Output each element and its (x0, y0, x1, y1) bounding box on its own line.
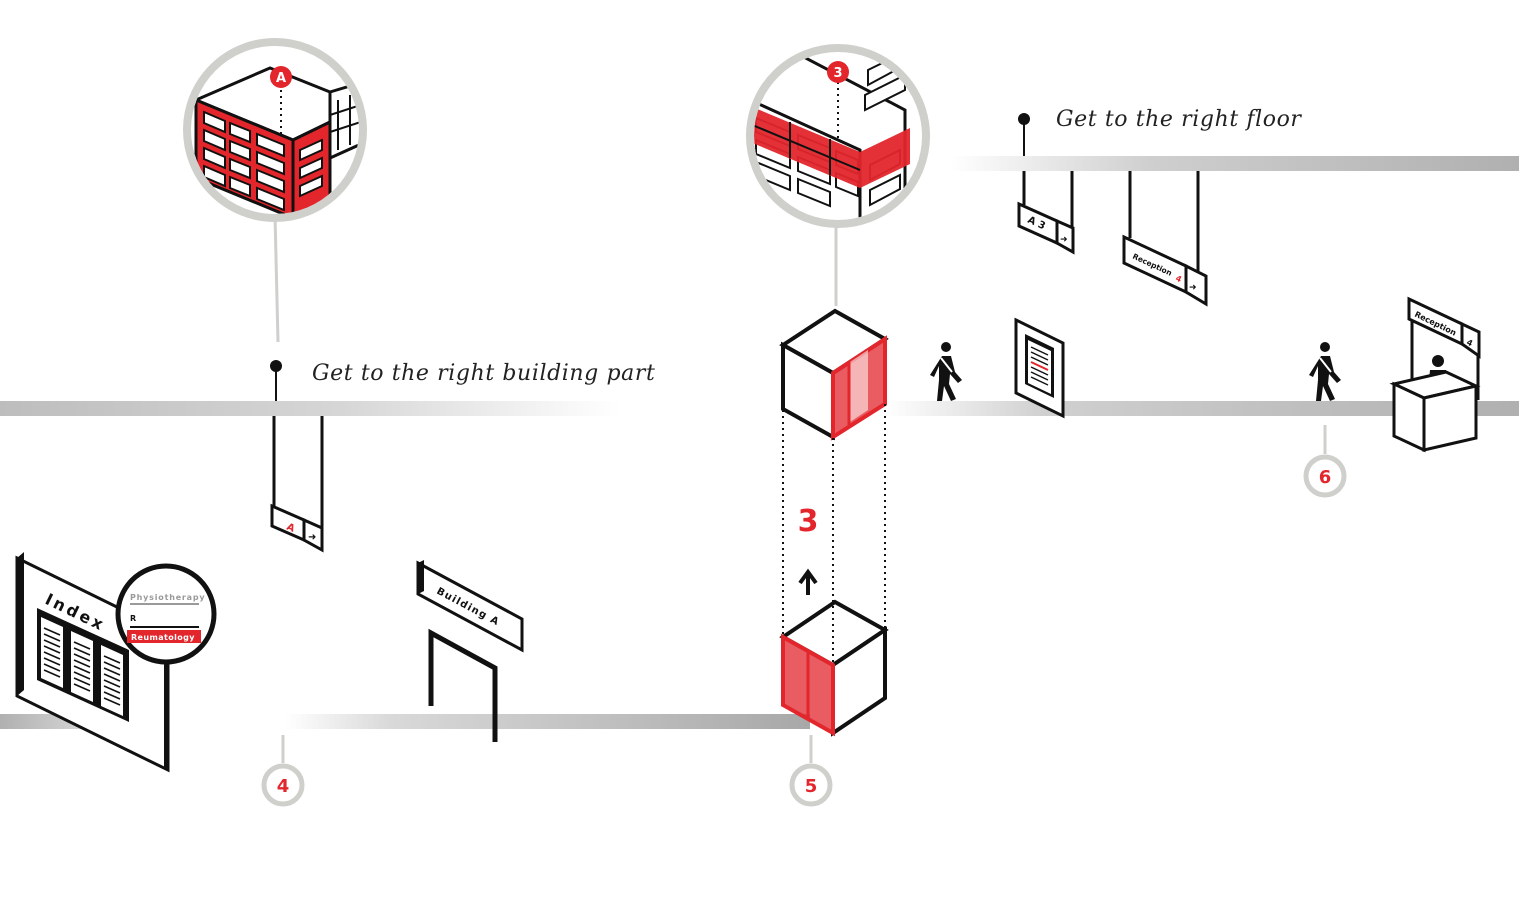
index-board: Index Physiotherapy R Reumatology (15, 552, 217, 773)
hanging-sign-a-letter: A (285, 522, 297, 535)
arrow-right-icon: ➜ (308, 532, 316, 543)
building-badge: A (270, 66, 292, 88)
hanging-sign-a: A ➜ (270, 416, 324, 553)
arrow-right-icon: ➜ (1189, 283, 1197, 293)
step-marker-6: 6 (1303, 425, 1347, 498)
building-part-marker (270, 360, 282, 401)
step-4-label: 4 (277, 776, 290, 797)
floor-badge-label: 3 (833, 66, 842, 81)
step-marker-4: 4 (261, 735, 305, 807)
elevator-upper (779, 308, 889, 441)
path-building-part (0, 401, 620, 416)
arrow-right-icon: ➜ (1060, 235, 1068, 245)
floor-badge: 3 (827, 61, 849, 83)
reception-desk-number: 4 (1465, 338, 1474, 349)
hanging-sign-reception: Reception 4 ➜ (1122, 171, 1208, 307)
reception-sign-number: 4 (1174, 274, 1183, 285)
elevator-ground (779, 599, 889, 737)
elevator-shaft (782, 404, 886, 664)
step-5-label: 5 (805, 776, 818, 797)
building-magnifier: A (183, 38, 367, 343)
floor-magnifier: 3 (746, 44, 930, 306)
step-marker-5: 5 (789, 735, 833, 807)
step-6-label: 6 (1319, 467, 1332, 488)
reception-desk: Reception 4 (1389, 296, 1481, 453)
index-listing (37, 608, 129, 722)
arrow-up-icon (798, 568, 818, 595)
path-floor (950, 156, 1519, 171)
walking-person-icon (930, 342, 962, 401)
floor-marker (1018, 113, 1030, 156)
directory-line-physiotherapy: Physiotherapy (130, 593, 205, 602)
caption-floor: Get to the right floor (1056, 107, 1302, 132)
elevator-floor-number: 3 (798, 504, 819, 539)
hanging-sign-floor: A 3 ➜ (1017, 171, 1075, 255)
directory-line-r: R (130, 614, 136, 623)
wall-directory (1014, 317, 1065, 419)
receptionist-icon (1432, 355, 1444, 367)
directory-line-reumatology: Reumatology (131, 633, 195, 642)
directory-magnifier: Physiotherapy R Reumatology (115, 563, 217, 768)
walking-person-icon (1309, 342, 1341, 401)
caption-building-part: Get to the right building part (312, 361, 655, 386)
path-ground-main (285, 714, 810, 729)
building-badge-label: A (276, 71, 286, 86)
